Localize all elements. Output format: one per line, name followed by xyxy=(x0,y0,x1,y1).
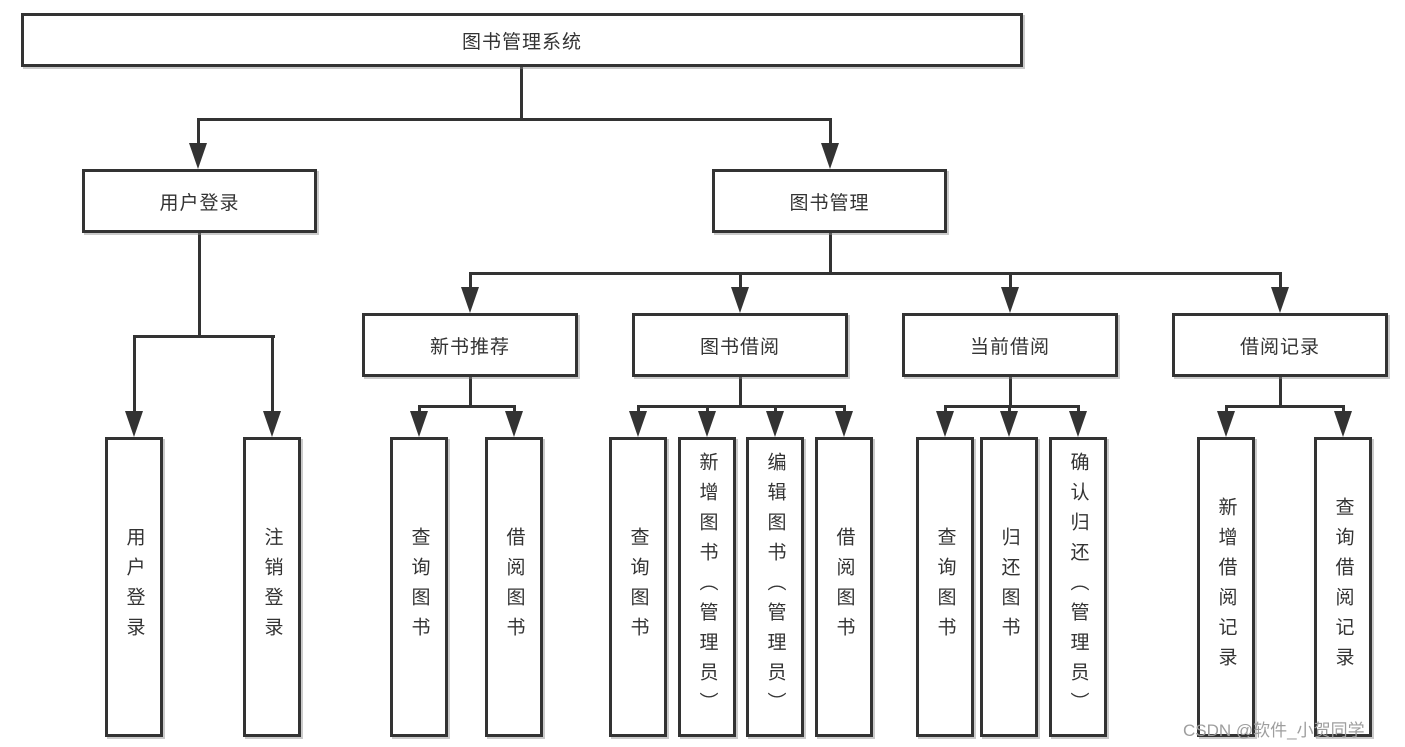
arrow-down-icon xyxy=(766,411,784,437)
connector-borrow-record-stem xyxy=(1279,377,1282,405)
arrow-down-icon xyxy=(1000,411,1018,437)
arrow-down-icon xyxy=(835,411,853,437)
node-leaf-add-borrow-record: 新增借阅记录 xyxy=(1197,437,1255,737)
node-leaf-borrow-book: 借阅图书 xyxy=(815,437,873,737)
connector-drop xyxy=(1225,405,1228,413)
node-label: 编辑图书（管理员） xyxy=(764,452,786,722)
connector-level3-rail xyxy=(469,272,1282,275)
node-book-borrow: 图书借阅 xyxy=(632,313,848,377)
arrow-down-icon xyxy=(505,411,523,437)
arrow-down-icon xyxy=(1271,287,1289,313)
connector-drop xyxy=(469,272,472,289)
node-leaf-edit-book-admin: 编辑图书（管理员） xyxy=(746,437,804,737)
connector-new-book-rail xyxy=(418,405,516,408)
connector-borrow-record-rail xyxy=(1225,405,1345,408)
node-new-book-rec: 新书推荐 xyxy=(362,313,578,377)
arrow-down-icon xyxy=(698,411,716,437)
connector-drop xyxy=(1077,405,1080,413)
arrow-down-icon xyxy=(629,411,647,437)
node-label: 归还图书 xyxy=(998,527,1020,647)
arrow-down-icon xyxy=(1069,411,1087,437)
node-label: 注销登录 xyxy=(261,527,283,647)
node-leaf-confirm-return-admin: 确认归还（管理员） xyxy=(1049,437,1107,737)
connector-current-borrow-rail xyxy=(944,405,1080,408)
node-user-login: 用户登录 xyxy=(82,169,317,233)
arrow-down-icon xyxy=(461,287,479,313)
node-leaf-add-book-admin: 新增图书（管理员） xyxy=(678,437,736,737)
connector-new-book-stem xyxy=(469,377,472,405)
node-leaf-return-book: 归还图书 xyxy=(980,437,1038,737)
connector-drop xyxy=(637,405,640,413)
arrow-down-icon xyxy=(189,143,207,169)
connector-drop xyxy=(513,405,516,413)
node-leaf-query-book-current: 查询图书 xyxy=(916,437,974,737)
node-leaf-logout: 注销登录 xyxy=(243,437,301,737)
connector-drop xyxy=(706,405,709,413)
connector-level2-rail xyxy=(197,118,832,121)
arrow-down-icon xyxy=(1334,411,1352,437)
connector-drop xyxy=(739,272,742,289)
node-label: 查询图书 xyxy=(934,527,956,647)
node-leaf-borrow-book-newbook: 借阅图书 xyxy=(485,437,543,737)
arrow-down-icon xyxy=(821,143,839,169)
connector-drop xyxy=(829,118,832,145)
connector-user-login-rail xyxy=(133,335,275,338)
connector-drop xyxy=(418,405,421,413)
node-label: 查询借阅记录 xyxy=(1332,497,1354,677)
node-leaf-query-book-borrow: 查询图书 xyxy=(609,437,667,737)
connector-drop xyxy=(1009,272,1012,289)
connector-current-borrow-stem xyxy=(1009,377,1012,405)
arrow-down-icon xyxy=(410,411,428,437)
connector-book-mgmt-stem xyxy=(829,233,832,272)
node-leaf-user-login: 用户登录 xyxy=(105,437,163,737)
node-label: 查询图书 xyxy=(408,527,430,647)
connector-drop xyxy=(1279,272,1282,289)
connector-drop xyxy=(1008,405,1011,413)
arrow-down-icon xyxy=(1217,411,1235,437)
node-label: 新增借阅记录 xyxy=(1215,497,1237,677)
node-current-borrow: 当前借阅 xyxy=(902,313,1118,377)
node-borrow-record: 借阅记录 xyxy=(1172,313,1388,377)
node-label: 确认归还（管理员） xyxy=(1067,452,1089,722)
arrow-down-icon xyxy=(731,287,749,313)
connector-drop xyxy=(774,405,777,413)
node-label: 借阅图书 xyxy=(833,527,855,647)
connector-drop xyxy=(271,335,274,413)
node-root: 图书管理系统 xyxy=(21,13,1023,67)
node-label: 查询图书 xyxy=(627,527,649,647)
connector-book-borrow-rail xyxy=(637,405,846,408)
arrow-down-icon xyxy=(263,411,281,437)
node-label: 用户登录 xyxy=(123,527,145,647)
connector-root-stem xyxy=(520,67,523,118)
node-book-mgmt: 图书管理 xyxy=(712,169,947,233)
arrow-down-icon xyxy=(936,411,954,437)
connector-book-borrow-stem xyxy=(739,377,742,405)
connector-drop xyxy=(133,335,136,413)
connector-user-login-stem xyxy=(198,233,201,335)
node-leaf-query-book-newbook: 查询图书 xyxy=(390,437,448,737)
connector-drop xyxy=(843,405,846,413)
connector-drop xyxy=(944,405,947,413)
node-label: 新增图书（管理员） xyxy=(696,452,718,722)
csdn-watermark: CSDN @软件_小贺同学 xyxy=(1183,721,1365,740)
connector-drop xyxy=(197,118,200,145)
arrow-down-icon xyxy=(1001,287,1019,313)
arrow-down-icon xyxy=(125,411,143,437)
node-leaf-query-borrow-record: 查询借阅记录 xyxy=(1314,437,1372,737)
node-label: 借阅图书 xyxy=(503,527,525,647)
connector-drop xyxy=(1342,405,1345,413)
